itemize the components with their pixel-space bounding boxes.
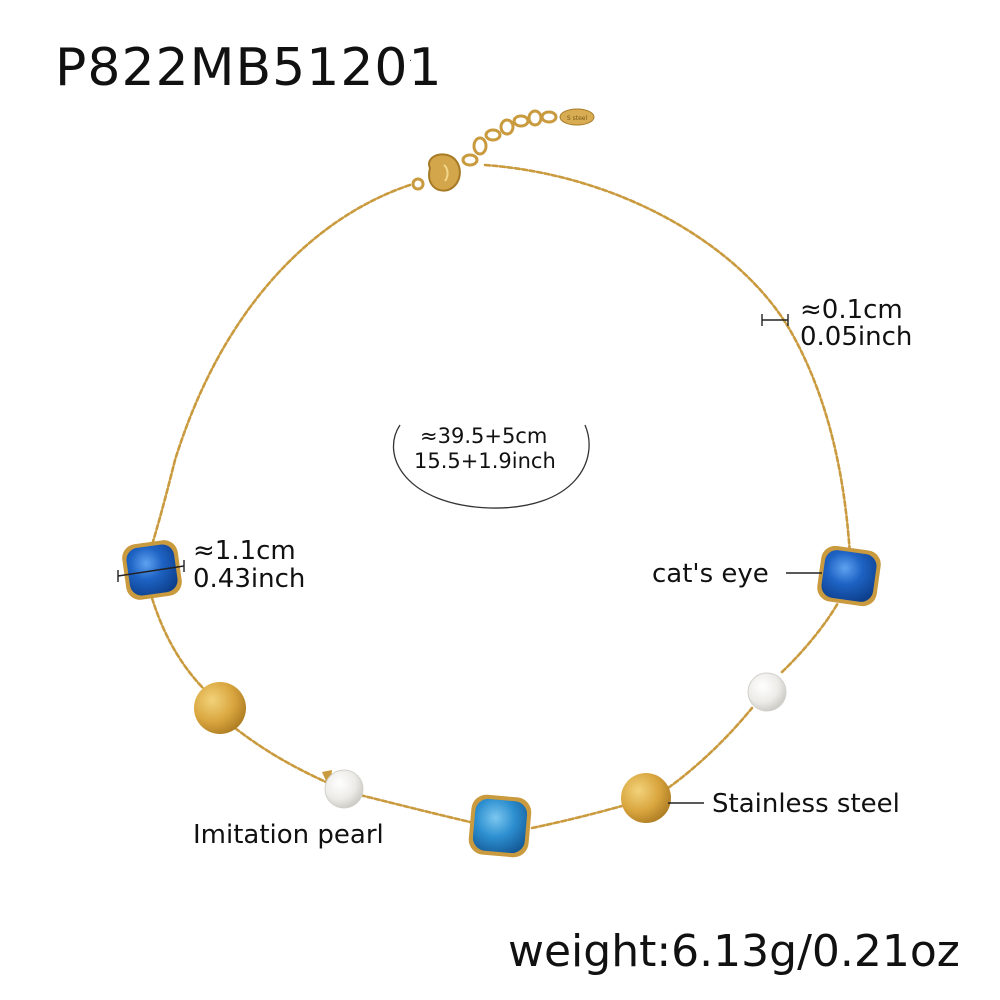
right-gold-disc <box>621 773 671 823</box>
product-sku: P822MB51201 <box>55 38 443 98</box>
svg-text:S steel: S steel <box>567 115 588 122</box>
stainless-steel-label: Stainless steel <box>712 789 900 819</box>
cats-eye-label: cat's eye <box>652 559 769 589</box>
right-pearl <box>747 672 787 712</box>
length-ellipse <box>392 424 590 509</box>
weight-text: weight:6.13g/0.21oz <box>508 926 960 977</box>
lobster-clasp <box>411 153 461 192</box>
left-blue-gem <box>122 540 182 600</box>
chain-width-inch: 0.05inch <box>800 322 913 352</box>
stone-width-indicator <box>117 560 185 582</box>
extender-tag <box>559 108 595 126</box>
chain <box>150 163 852 830</box>
extender-chain <box>461 109 558 167</box>
left-pearl <box>322 769 364 809</box>
length-inch: 15.5+1.9inch <box>414 449 556 473</box>
center-light-blue-gem <box>468 794 532 858</box>
imitation-pearl-label: Imitation pearl <box>193 820 384 850</box>
stone-width-inch: 0.43inch <box>193 564 306 594</box>
left-gold-disc <box>194 682 246 734</box>
chain-width-indicator <box>761 314 789 326</box>
length-cm: ≈39.5+5cm <box>420 424 548 448</box>
stone-width-cm: ≈1.1cm <box>193 536 296 566</box>
chain-width-cm: ≈0.1cm <box>800 295 903 325</box>
dot-mark: · <box>409 56 413 67</box>
right-blue-gem <box>817 545 881 607</box>
